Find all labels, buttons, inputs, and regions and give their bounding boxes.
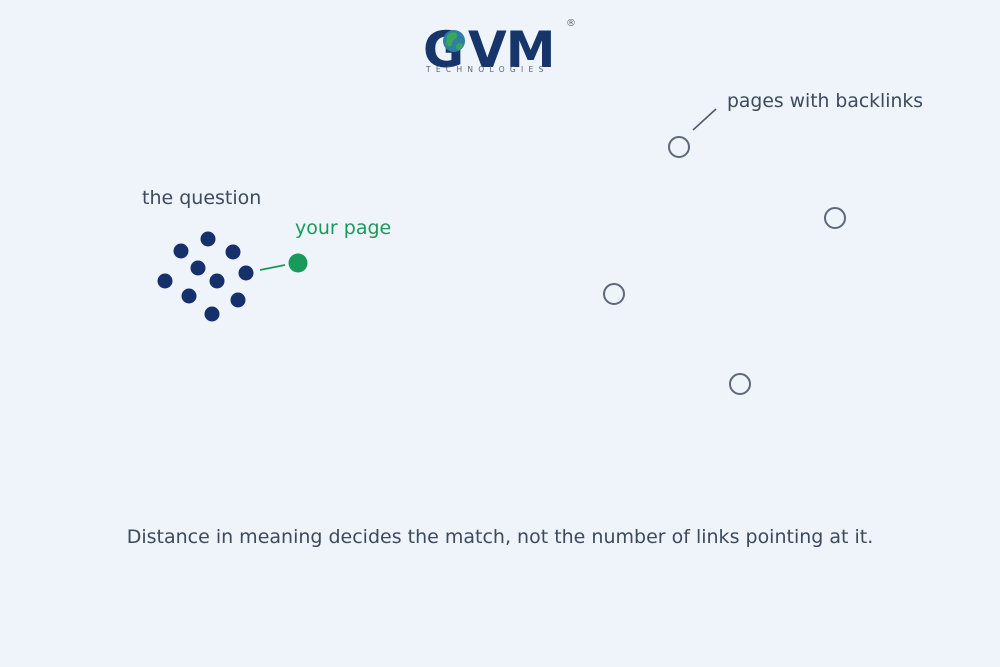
caption: Distance in meaning decides the match, n… — [127, 526, 874, 548]
your-page-dot — [288, 253, 308, 273]
question-dot — [209, 273, 225, 289]
globe-icon — [443, 30, 465, 52]
question-cluster — [157, 231, 254, 322]
question-dot — [173, 243, 189, 259]
backlink-pages — [603, 136, 846, 395]
backlinks-label: pages with backlinks — [727, 90, 923, 112]
backlink-page-circle — [603, 283, 625, 305]
backlink-page-circle — [668, 136, 690, 158]
your-page-label: your page — [295, 217, 391, 239]
backlinks-leader-line — [692, 108, 717, 131]
your-page-leader-line — [259, 264, 286, 271]
question-label: the question — [142, 187, 261, 209]
question-dot — [225, 244, 241, 260]
logo-registered-mark: ® — [566, 18, 576, 29]
question-dot — [204, 306, 220, 322]
backlink-page-circle — [729, 373, 751, 395]
question-dot — [181, 288, 197, 304]
logo-wordmark-vm: VM — [468, 21, 554, 79]
question-dot — [238, 265, 254, 281]
question-dot — [230, 292, 246, 308]
gvm-logo: G VM ® TECHNOLOGIES — [423, 18, 576, 79]
question-dot — [190, 260, 206, 276]
logo-subtitle: TECHNOLOGIES — [425, 65, 549, 74]
question-dot — [200, 231, 216, 247]
backlink-page-circle — [824, 207, 846, 229]
question-dot — [157, 273, 173, 289]
